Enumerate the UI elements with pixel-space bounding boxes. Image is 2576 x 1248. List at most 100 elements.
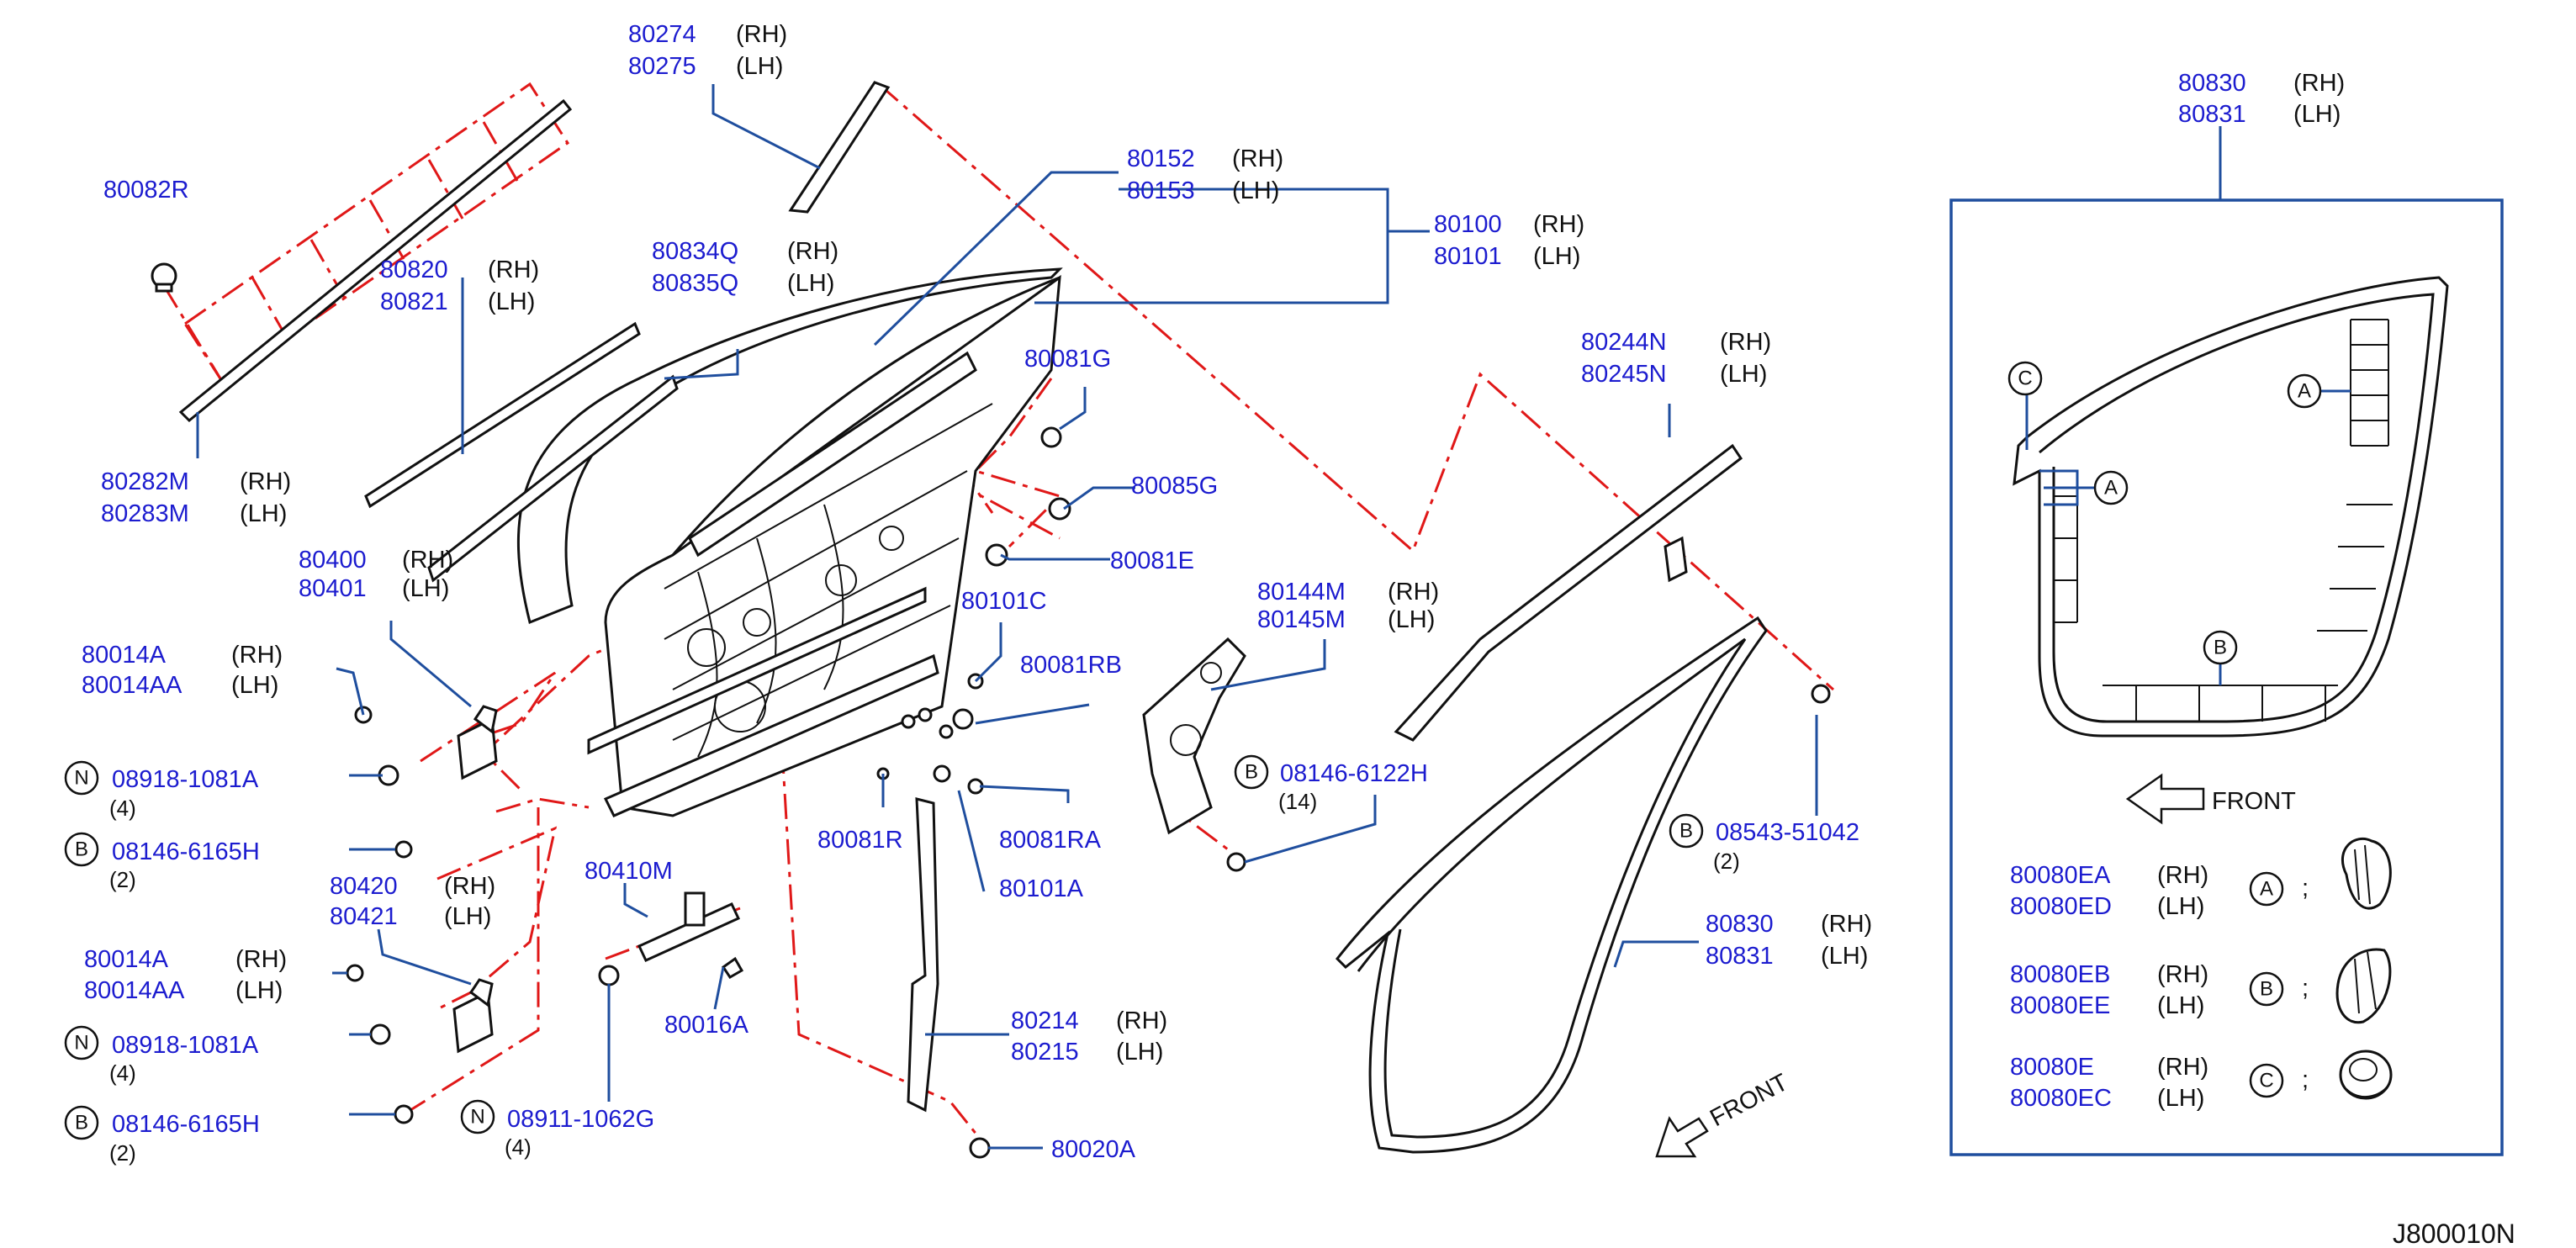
side-rh: (RH) [1388, 579, 1439, 605]
callout-letter-b: B [2214, 637, 2227, 659]
callout-circle-b [2203, 630, 2238, 665]
callout-circle-a [2287, 373, 2322, 409]
part-number-80215[interactable]: 80215 [1011, 1039, 1079, 1066]
side-rh: (RH) [2157, 1054, 2208, 1081]
part-number-80834q[interactable]: 80834Q [652, 238, 738, 265]
part-number-80082r[interactable]: 80082R [103, 177, 189, 204]
part-number-80830[interactable]: 80830 [1706, 911, 1774, 938]
upper-hinge-drawing [457, 705, 498, 780]
pillar-trim-drawing [788, 81, 891, 214]
window-moulding-drawing [178, 98, 573, 423]
part-number-80144m[interactable]: 80144M [1257, 579, 1346, 605]
part-number-80275[interactable]: 80275 [628, 53, 696, 80]
part-number-80101[interactable]: 80101 [1434, 243, 1502, 270]
part-number-80401[interactable]: 80401 [299, 575, 367, 602]
part-number-80821[interactable]: 80821 [380, 288, 448, 315]
callout-circle-c [2007, 361, 2043, 396]
part-number-80014a[interactable]: 80014A [84, 946, 169, 973]
quantity: (14) [1278, 789, 1317, 814]
part-number-80421[interactable]: 80421 [330, 903, 398, 930]
part-number-80245n[interactable]: 80245N [1581, 361, 1667, 388]
part-number-80014a[interactable]: 80014A [82, 642, 167, 669]
part-number-08918-1081a[interactable]: 08918-1081A [112, 1032, 259, 1059]
part-number-08543-51042[interactable]: 08543-51042 [1716, 819, 1859, 846]
side-lh: (LH) [402, 575, 449, 602]
part-number-80080ec[interactable]: 80080EC [2010, 1085, 2112, 1112]
part-number-80080eb[interactable]: 80080EB [2010, 961, 2110, 988]
part-number-80081r[interactable]: 80081R [817, 827, 903, 854]
part-number-80410m[interactable]: 80410M [584, 858, 673, 885]
part-number-80274[interactable]: 80274 [628, 21, 696, 48]
part-number-08911-1062g[interactable]: 08911-1062G [507, 1106, 654, 1133]
side-rh: (RH) [235, 946, 287, 973]
callout-labels: 80274 (RH) 80275 (LH) 80082R 80282M (RH)… [64, 21, 2515, 1248]
side-lh: (LH) [2157, 992, 2204, 1019]
part-number-08146-6165h[interactable]: 08146-6165H [112, 1111, 260, 1138]
part-number-80152[interactable]: 80152 [1127, 145, 1195, 172]
side-rh: (RH) [231, 642, 283, 669]
callout-circle-b [64, 832, 99, 867]
part-number-80400[interactable]: 80400 [299, 547, 367, 574]
part-number-80080e[interactable]: 80080E [2010, 1054, 2094, 1081]
part-number-80081ra[interactable]: 80081RA [999, 827, 1102, 854]
part-number-80100[interactable]: 80100 [1434, 211, 1502, 238]
door-shell-drawing [517, 267, 1063, 817]
part-number-80081g[interactable]: 80081G [1024, 346, 1111, 373]
side-lh: (LH) [2157, 1085, 2204, 1112]
part-number-80080ed[interactable]: 80080ED [2010, 893, 2112, 920]
side-lh: (LH) [1720, 361, 1767, 388]
part-number-80282m[interactable]: 80282M [101, 468, 189, 495]
part-number-80101c[interactable]: 80101C [961, 588, 1047, 615]
part-number-80016a[interactable]: 80016A [664, 1012, 749, 1039]
side-lh: (LH) [488, 288, 535, 315]
part-number-80214[interactable]: 80214 [1011, 1007, 1079, 1034]
part-number-80014aa[interactable]: 80014AA [82, 672, 182, 699]
inner-weatherstrip-drawing [364, 321, 641, 509]
part-number-80085g[interactable]: 80085G [1131, 473, 1218, 500]
part-number-80283m[interactable]: 80283M [101, 500, 189, 527]
part-number-08918-1081a[interactable]: 08918-1081A [112, 766, 259, 793]
side-lh: (LH) [240, 500, 287, 527]
callout-letter-c: C [2259, 1070, 2273, 1092]
part-number-80420[interactable]: 80420 [330, 873, 398, 900]
callout-circle-b [1234, 754, 1269, 790]
part-number-80244n[interactable]: 80244N [1581, 329, 1667, 356]
callout-circle-b [1669, 813, 1704, 849]
side-lh: (LH) [1388, 606, 1435, 633]
part-number-80014aa[interactable]: 80014AA [84, 977, 185, 1004]
part-number-80830[interactable]: 80830 [2178, 70, 2246, 97]
callout-letter-n: N [74, 1032, 88, 1055]
part-number-08146-6165h[interactable]: 08146-6165H [112, 838, 260, 865]
callout-letter-a: A [2104, 477, 2118, 500]
side-lh: (LH) [1533, 243, 1580, 270]
part-number-80080ea[interactable]: 80080EA [2010, 862, 2111, 889]
part-number-80835q[interactable]: 80835Q [652, 270, 738, 297]
callout-circle-a [2249, 871, 2284, 907]
callout-letter-b: B [75, 1112, 88, 1134]
callout-letter-b: B [2260, 978, 2273, 1001]
callout-letter-b: B [1679, 820, 1693, 843]
part-number-80101a[interactable]: 80101A [999, 875, 1084, 902]
part-number-80081rb[interactable]: 80081RB [1020, 652, 1122, 679]
side-rh: (RH) [1720, 329, 1771, 356]
part-number-80081e[interactable]: 80081E [1110, 547, 1194, 574]
side-lh: (LH) [235, 977, 283, 1004]
part-number-80831[interactable]: 80831 [1706, 943, 1774, 970]
part-number-80080ee[interactable]: 80080EE [2010, 992, 2110, 1019]
part-number-80153[interactable]: 80153 [1127, 177, 1195, 204]
quantity: (2) [1713, 849, 1740, 874]
part-number-08146-6122h[interactable]: 08146-6122H [1280, 760, 1428, 787]
quantity: (4) [109, 796, 136, 821]
part-number-80831[interactable]: 80831 [2178, 101, 2246, 128]
door-weatherstrip-drawing [1335, 616, 1768, 1154]
callout-circle-n [460, 1099, 495, 1134]
quantity: (4) [109, 1060, 136, 1086]
part-number-80820[interactable]: 80820 [380, 256, 448, 283]
callout-circle-n [64, 760, 99, 796]
part-number-80020a[interactable]: 80020A [1051, 1136, 1136, 1163]
callout-circle-a [2093, 470, 2129, 505]
part-number-80145m[interactable]: 80145M [1257, 606, 1346, 633]
quantity: (4) [505, 1134, 532, 1160]
clip-b-icon [2335, 948, 2392, 1024]
side-rh: (RH) [787, 238, 838, 265]
